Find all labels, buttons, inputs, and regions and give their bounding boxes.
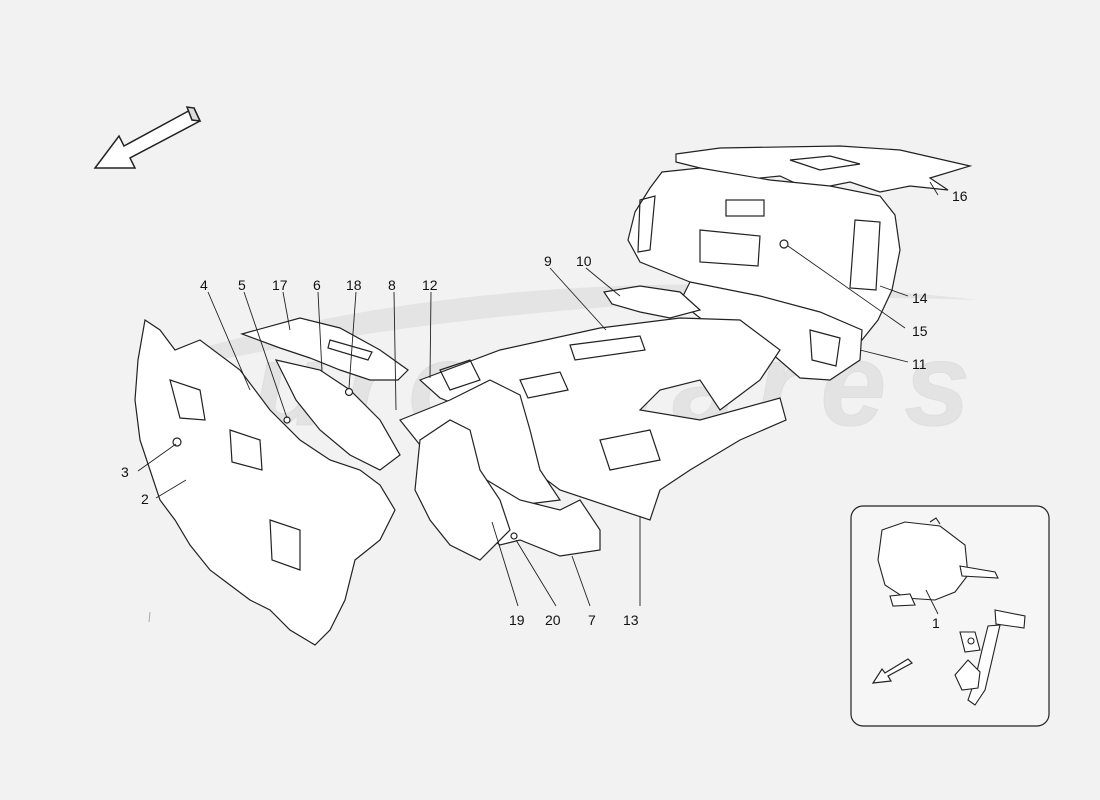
callout-17: 17 — [272, 277, 288, 293]
part-1-pedal-box-insulation — [877, 517, 999, 607]
callout-9: 9 — [544, 253, 552, 269]
part-14-rear-bulkhead — [627, 167, 901, 341]
callout-5: 5 — [238, 277, 246, 293]
direction-arrow-icon — [93, 106, 202, 169]
callout-6: 6 — [313, 277, 321, 293]
callout-labels: 4 5 17 6 18 8 12 9 10 16 14 15 11 3 2 19… — [121, 188, 968, 628]
part-15-bolt — [779, 239, 789, 249]
callout-3: 3 — [121, 464, 129, 480]
callout-4: 4 — [200, 277, 208, 293]
scan-mark — [148, 611, 151, 623]
callout-11: 11 — [912, 356, 927, 372]
callout-20: 20 — [545, 612, 561, 628]
callout-16: 16 — [952, 188, 968, 204]
part-19-console-insulation — [414, 419, 518, 561]
leader-line-1 — [925, 589, 939, 615]
callout-12: 12 — [422, 277, 438, 293]
callout-13: 13 — [623, 612, 639, 628]
callout-18: 18 — [346, 277, 362, 293]
part-6-dash-panel — [274, 359, 401, 471]
callout-1: 1 — [932, 615, 940, 631]
inset-direction-arrow-icon — [871, 658, 913, 684]
part-11-rear-panel — [679, 281, 863, 381]
callout-2: 2 — [141, 491, 149, 507]
callout-8: 8 — [388, 277, 396, 293]
part-2-firewall-insulation — [134, 318, 396, 646]
pedal-assembly — [954, 609, 1026, 706]
callout-10: 10 — [576, 253, 592, 269]
part-17-dash-insulation — [240, 317, 409, 381]
part-10-insulation — [602, 285, 702, 319]
callout-15: 15 — [912, 323, 928, 339]
callout-7: 7 — [588, 612, 596, 628]
callout-19: 19 — [509, 612, 525, 628]
inset-detail-box: 1 — [850, 505, 1050, 727]
leader-lines — [137, 181, 939, 607]
callout-14: 14 — [912, 290, 928, 306]
